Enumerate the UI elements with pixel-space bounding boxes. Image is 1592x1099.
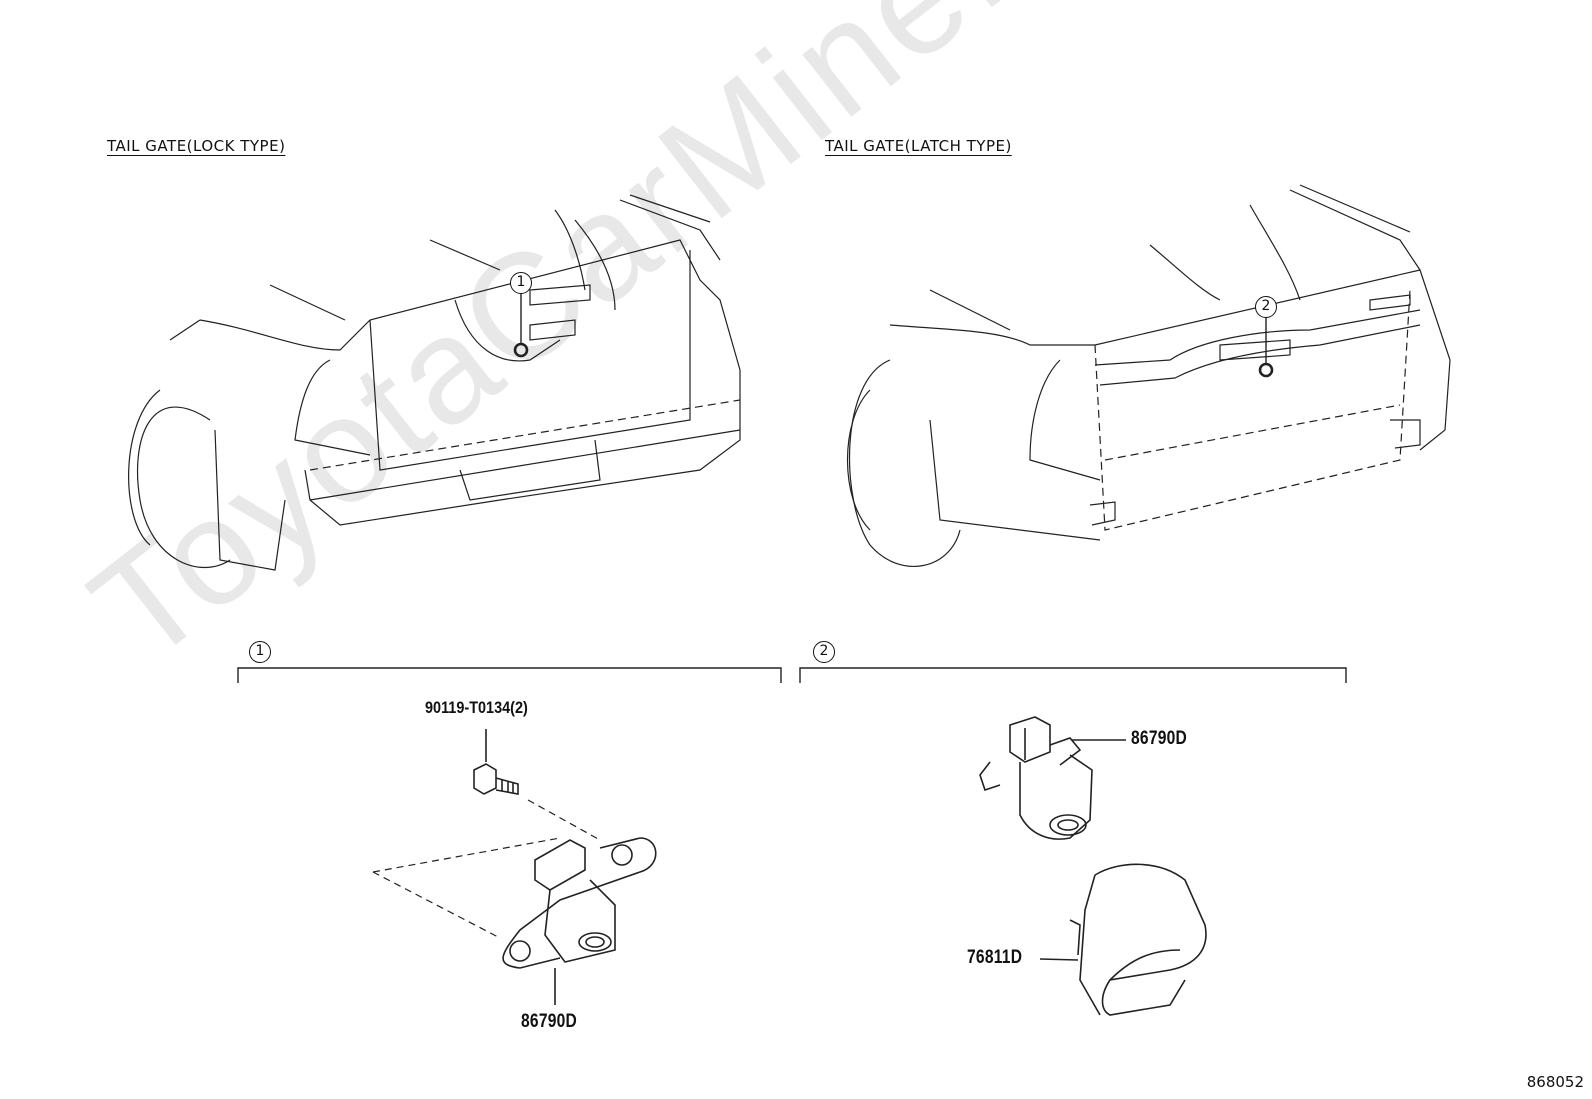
section-title-lock-type: TAIL GATE(LOCK TYPE) <box>107 137 286 155</box>
truck-latch-type-illustration <box>847 184 1451 567</box>
callout-1-group: 1 <box>249 641 271 663</box>
part-number-camera-latch: 86790D <box>1131 728 1188 749</box>
callout-2-vehicle: 2 <box>1255 296 1277 318</box>
part-number-camera-lock: 86790D <box>521 1011 578 1032</box>
callout-1-vehicle: 1 <box>510 272 532 294</box>
section-title-latch-type: TAIL GATE(LATCH TYPE) <box>825 137 1012 155</box>
diagram-id: 868052 <box>1526 1073 1584 1091</box>
cover-illustration <box>1039 863 1207 1016</box>
part-number-bolt: 90119-T0134(2) <box>425 698 528 717</box>
part-number-cover: 76811D <box>967 947 1023 968</box>
camera-latch-illustration <box>979 716 1126 840</box>
callout-2-group: 2 <box>813 641 835 663</box>
bolt-illustration <box>473 729 519 795</box>
camera-lock-illustration <box>502 837 657 1005</box>
truck-lock-type-illustration <box>128 194 741 571</box>
